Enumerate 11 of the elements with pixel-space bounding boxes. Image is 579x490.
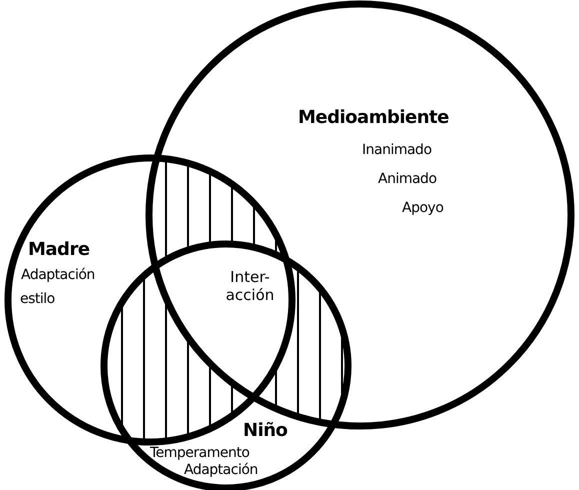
circle-item: Inanimado: [362, 143, 432, 158]
circle-item: Apoyo: [402, 201, 444, 216]
region-label: Inter- acción: [224, 268, 276, 304]
circle-item: Temperamento: [150, 446, 250, 462]
circle-item: estilo: [20, 292, 55, 308]
circle-item: Animado: [378, 172, 437, 188]
circle-heading: Medioambiente: [298, 108, 449, 128]
circle-heading: Madre: [28, 240, 90, 260]
circle-item: Adaptación: [184, 463, 258, 478]
circle-heading: Niño: [243, 421, 288, 441]
circle-item: Adaptación: [21, 268, 95, 284]
